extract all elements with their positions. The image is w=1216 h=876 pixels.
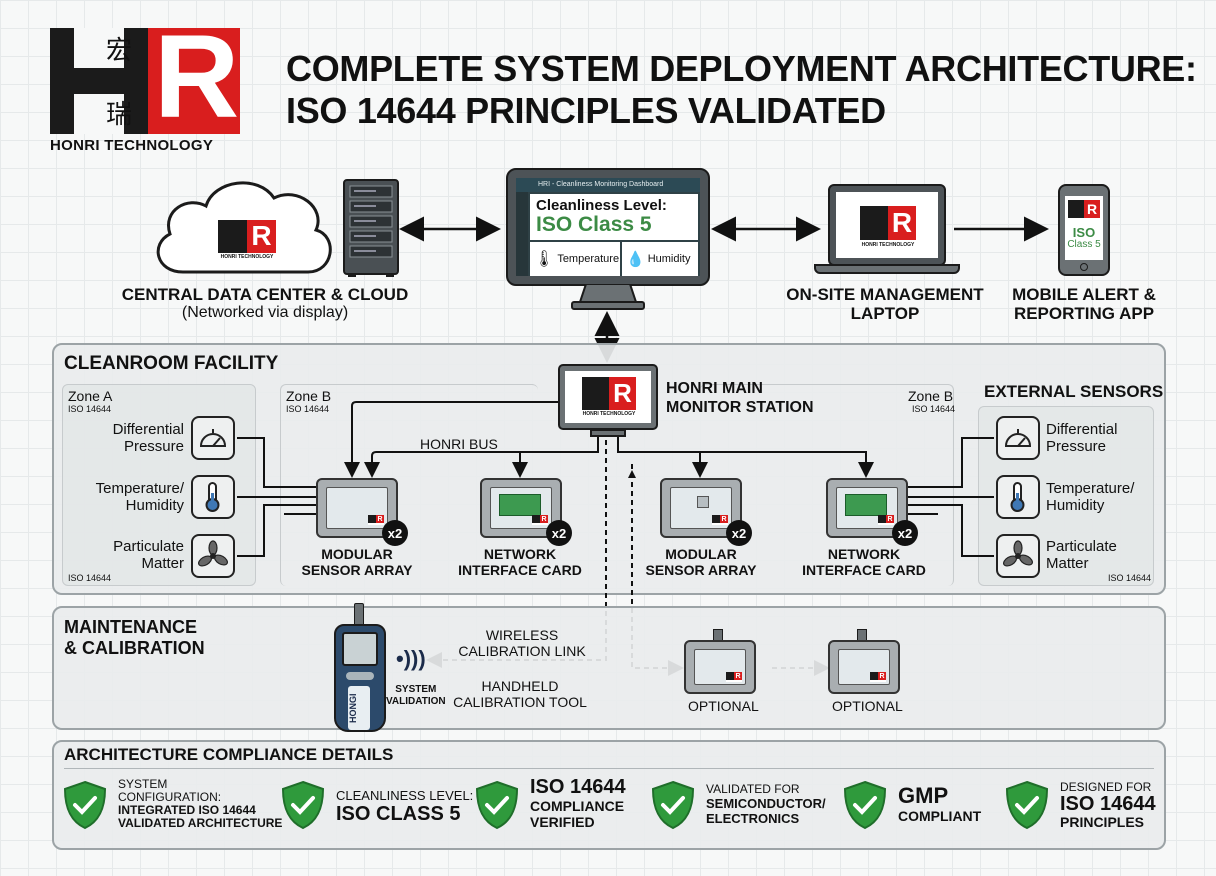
modular-sensor-array-1[interactable]: R <box>316 478 398 538</box>
cleanroom-title: CLEANROOM FACILITY <box>64 353 279 374</box>
dashboard-sidebar[interactable] <box>516 192 528 276</box>
external-sensors-title: EXTERNAL SENSORS <box>984 382 1164 401</box>
quantity-badge: x2 <box>726 520 752 546</box>
mobile-phone: R ISO Class 5 <box>1058 184 1110 276</box>
pressure-gauge-icon[interactable] <box>191 416 235 460</box>
maintenance-panel <box>52 606 1166 730</box>
monitor-stand <box>571 284 645 310</box>
cleanliness-value: ISO Class 5 <box>536 213 652 236</box>
honri-bus-label: HONRI BUS <box>420 436 498 452</box>
thermometer-icon: 🌡 <box>534 251 555 268</box>
quantity-badge: x2 <box>546 520 572 546</box>
cloud-logo: R HONRI TECHNOLOGY <box>218 220 276 260</box>
sensor-left-temp-label: Temperature/Humidity <box>95 480 184 514</box>
humidity-drop-icon: 💧 <box>626 251 645 268</box>
station-stand <box>590 429 626 437</box>
home-button[interactable] <box>1080 263 1088 271</box>
shield-check-icon <box>843 780 887 830</box>
handheld-calibration-tool[interactable]: HONGI <box>334 624 386 732</box>
cleanliness-card: Cleanliness Level: ISO Class 5 <box>530 194 698 240</box>
compliance-title: ARCHITECTURE COMPLIANCE DETAILS <box>64 745 394 764</box>
quantity-badge: x2 <box>892 520 918 546</box>
sensor-ext-temp-label: Temperature/Humidity <box>1046 480 1135 514</box>
page-title: COMPLETE SYSTEM DEPLOYMENT ARCHITECTURE:… <box>286 48 1197 131</box>
optional-label: OPTIONAL <box>832 698 903 714</box>
quantity-badge: x2 <box>382 520 408 546</box>
laptop-base <box>814 264 960 274</box>
wireless-signal-icon: •))) <box>396 646 426 671</box>
shield-check-icon <box>281 780 325 830</box>
mobile-label: MOBILE ALERT & REPORTING APP <box>1012 285 1156 323</box>
company-logo: R 宏 瑞 <box>50 18 240 136</box>
shield-check-icon <box>475 780 519 830</box>
fan-icon[interactable] <box>191 534 235 578</box>
cloud-label: CENTRAL DATA CENTER & CLOUD <box>121 285 409 304</box>
dashboard-titlebar: HRI - Cleanliness Monitoring Dashboard <box>516 178 700 192</box>
shield-check-icon <box>651 780 695 830</box>
optional-device-1[interactable]: R <box>684 640 756 694</box>
fan-icon[interactable] <box>996 534 1040 578</box>
top-connectors <box>399 216 1049 363</box>
optional-device-2[interactable]: R <box>828 640 900 694</box>
shield-check-icon <box>1005 780 1049 830</box>
zone-b-right <box>700 384 954 586</box>
compliance-panel <box>52 740 1166 850</box>
main-station-label: HONRI MAIN MONITOR STATION <box>666 380 814 416</box>
pressure-gauge-icon[interactable] <box>996 416 1040 460</box>
laptop: R HONRI TECHNOLOGY <box>828 184 946 266</box>
shield-check-icon <box>63 780 107 830</box>
temperature-tile[interactable]: 🌡 Temperature <box>530 242 620 276</box>
laptop-logo: R HONRI TECHNOLOGY <box>860 206 916 248</box>
thermometer-icon[interactable] <box>996 475 1040 519</box>
thermometer-icon[interactable] <box>191 475 235 519</box>
maintenance-title: MAINTENANCE& CALIBRATION <box>64 617 205 658</box>
dashboard-monitor: HRI - Cleanliness Monitoring Dashboard C… <box>506 168 710 286</box>
laptop-label: ON-SITE MANAGEMENT LAPTOP <box>786 285 984 323</box>
main-monitor-station: R HONRI TECHNOLOGY <box>558 364 658 430</box>
company-name: HONRI TECHNOLOGY <box>50 137 214 154</box>
optional-label: OPTIONAL <box>688 698 759 714</box>
humidity-tile[interactable]: 💧 Humidity <box>622 242 698 276</box>
zone-b-left <box>280 384 538 586</box>
server-rack-icon <box>343 179 399 277</box>
cloud-sublabel: (Networked via display) <box>181 304 349 321</box>
